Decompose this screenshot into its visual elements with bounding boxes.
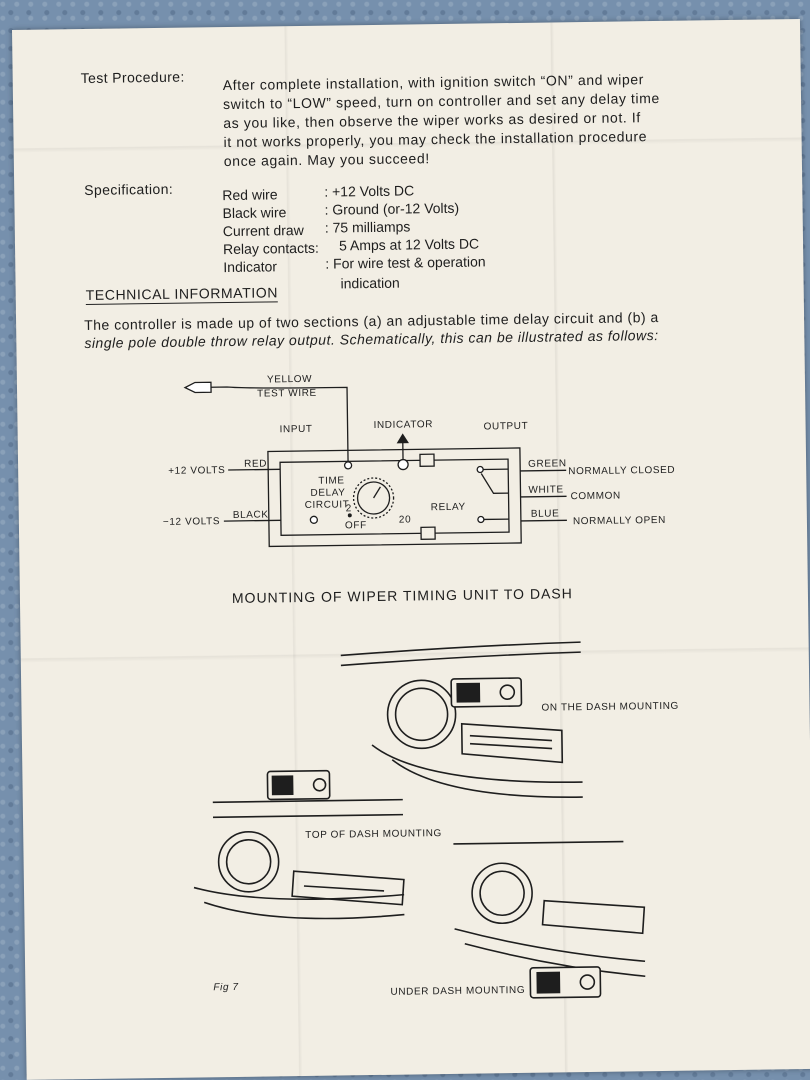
green-wire bbox=[520, 469, 567, 472]
circuit-label: CIRCUIT bbox=[305, 499, 350, 511]
black-terminal bbox=[309, 515, 319, 524]
radio-slot-icon bbox=[460, 722, 564, 764]
blue-wire bbox=[520, 519, 567, 522]
indicator-arrow-icon bbox=[396, 433, 409, 444]
test-wire-label: TEST WIRE bbox=[257, 388, 317, 400]
dash-top-edge bbox=[340, 641, 581, 657]
controller-inner-box bbox=[279, 458, 510, 536]
off-label: OFF bbox=[345, 520, 367, 531]
radio-slot-icon bbox=[541, 899, 646, 935]
dash-top-edge bbox=[453, 840, 624, 845]
box-notch-bottom bbox=[420, 526, 436, 540]
delay-label: DELAY bbox=[310, 487, 345, 498]
instruction-sheet: Test Procedure: After complete installat… bbox=[12, 18, 810, 1080]
delay-knob-scale bbox=[352, 477, 395, 519]
dial-twenty-label: 20 bbox=[399, 514, 411, 525]
normally-closed-label: NORMALLY CLOSED bbox=[568, 465, 675, 477]
dash-edge bbox=[193, 886, 405, 901]
controller-outer-box bbox=[267, 447, 522, 548]
test-wire bbox=[210, 386, 349, 462]
blue-label: BLUE bbox=[531, 508, 560, 519]
dash-lower-edge bbox=[371, 744, 583, 784]
red-label: RED bbox=[244, 458, 267, 469]
under-dash-caption: UNDER DASH MOUNTING bbox=[390, 984, 526, 998]
plus12-label: +12 VOLTS bbox=[168, 465, 225, 477]
dash-shelf-top bbox=[212, 798, 403, 804]
mounting-illustrations bbox=[193, 641, 646, 999]
top-dash-caption: TOP OF DASH MOUNTING bbox=[305, 828, 442, 841]
delay-knob-icon bbox=[356, 481, 391, 515]
off-dot bbox=[347, 513, 352, 518]
gauge-icon bbox=[386, 679, 457, 750]
black-label: BLACK bbox=[233, 509, 269, 520]
dial-two-label: 2 bbox=[346, 503, 352, 514]
white-label: WHITE bbox=[528, 484, 563, 495]
yellow-label: YELLOW bbox=[267, 374, 312, 386]
green-label: GREEN bbox=[528, 458, 567, 470]
red-wire bbox=[228, 468, 281, 471]
output-label: OUTPUT bbox=[484, 421, 529, 433]
relay-switch-arm bbox=[480, 473, 509, 494]
normally-open-label: NORMALLY OPEN bbox=[573, 515, 666, 527]
box-notch-top bbox=[419, 453, 435, 468]
on-dash-caption: ON THE DASH MOUNTING bbox=[541, 700, 679, 714]
delay-knob-pointer bbox=[373, 486, 381, 499]
gauge-icon bbox=[471, 862, 533, 925]
white-wire bbox=[520, 495, 567, 498]
relay-label: RELAY bbox=[431, 502, 466, 513]
dash-edge bbox=[454, 928, 646, 963]
indicator-label: INDICATOR bbox=[373, 419, 433, 431]
common-label: COMMON bbox=[570, 491, 620, 503]
gauge-icon bbox=[217, 830, 280, 893]
figure-number: Fig 7 bbox=[213, 981, 239, 994]
input-label: INPUT bbox=[280, 424, 313, 435]
radio-slot-icon bbox=[291, 870, 405, 906]
minus12-label: −12 VOLTS bbox=[163, 516, 220, 528]
schematic-diagram: YELLOW TEST WIRE INPUT INDICATOR OUTPUT … bbox=[163, 374, 675, 548]
time-label: TIME bbox=[318, 475, 344, 486]
black-wire bbox=[223, 519, 281, 522]
